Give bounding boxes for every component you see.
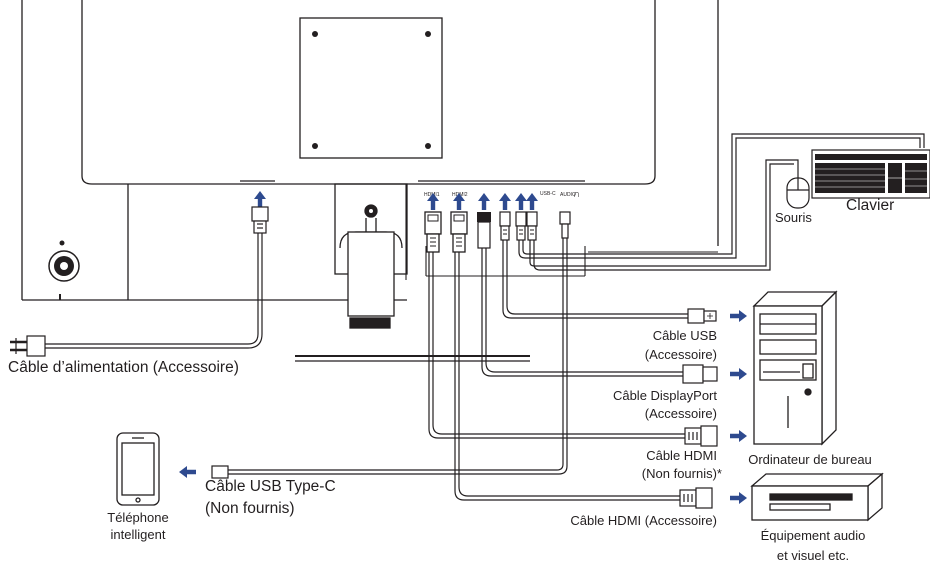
power-cable bbox=[10, 206, 269, 357]
computer-label: Ordinateur de bureau bbox=[748, 452, 872, 467]
mouse-label: Souris bbox=[775, 210, 812, 225]
signal-cables bbox=[228, 133, 925, 501]
av-equipment-label: Équipement audio bbox=[761, 528, 866, 543]
svg-text:USB-C: USB-C bbox=[540, 191, 556, 197]
phone-label-line2: intelligent bbox=[111, 527, 166, 542]
joystick-icon bbox=[48, 240, 80, 300]
phone-label: Téléphone bbox=[107, 510, 168, 525]
svg-text:AUDIO: AUDIO bbox=[560, 192, 576, 198]
displayport-cable-note: (Accessoire) bbox=[645, 406, 717, 421]
usb-cable-label: Câble USB bbox=[653, 328, 717, 343]
hdmi-cable-note: (Non fournis)* bbox=[642, 466, 722, 481]
svg-text:∩: ∩ bbox=[573, 189, 580, 200]
cable-plugs bbox=[424, 211, 571, 253]
av-equipment-icon bbox=[750, 472, 884, 522]
usbc-cable-label: Câble USB Type-C bbox=[205, 478, 336, 495]
usb-cable-note: (Accessoire) bbox=[645, 347, 717, 362]
port-panel bbox=[405, 184, 718, 280]
hdmi-av-cable-label: Câble HDMI (Accessoire) bbox=[570, 513, 717, 528]
displayport-cable-label: Câble DisplayPort bbox=[613, 388, 717, 403]
usbc-cable-note: (Non fournis) bbox=[205, 500, 295, 517]
vesa-plate bbox=[299, 17, 443, 159]
mouse-icon bbox=[786, 177, 810, 209]
hdmi-cable-label: Câble HDMI bbox=[646, 448, 717, 463]
port-arrow-icon bbox=[254, 191, 538, 210]
computer-tower-icon bbox=[752, 290, 838, 446]
monitor-stand bbox=[295, 183, 530, 362]
cable-end-plugs bbox=[211, 308, 718, 509]
av-equipment-label-line2: et visuel etc. bbox=[777, 548, 849, 563]
keyboard-icon bbox=[811, 149, 930, 199]
keyboard-label: Clavier bbox=[846, 197, 894, 214]
phone-icon bbox=[116, 432, 160, 506]
power-cable-label: Câble d’alimentation (Accessoire) bbox=[8, 359, 239, 376]
